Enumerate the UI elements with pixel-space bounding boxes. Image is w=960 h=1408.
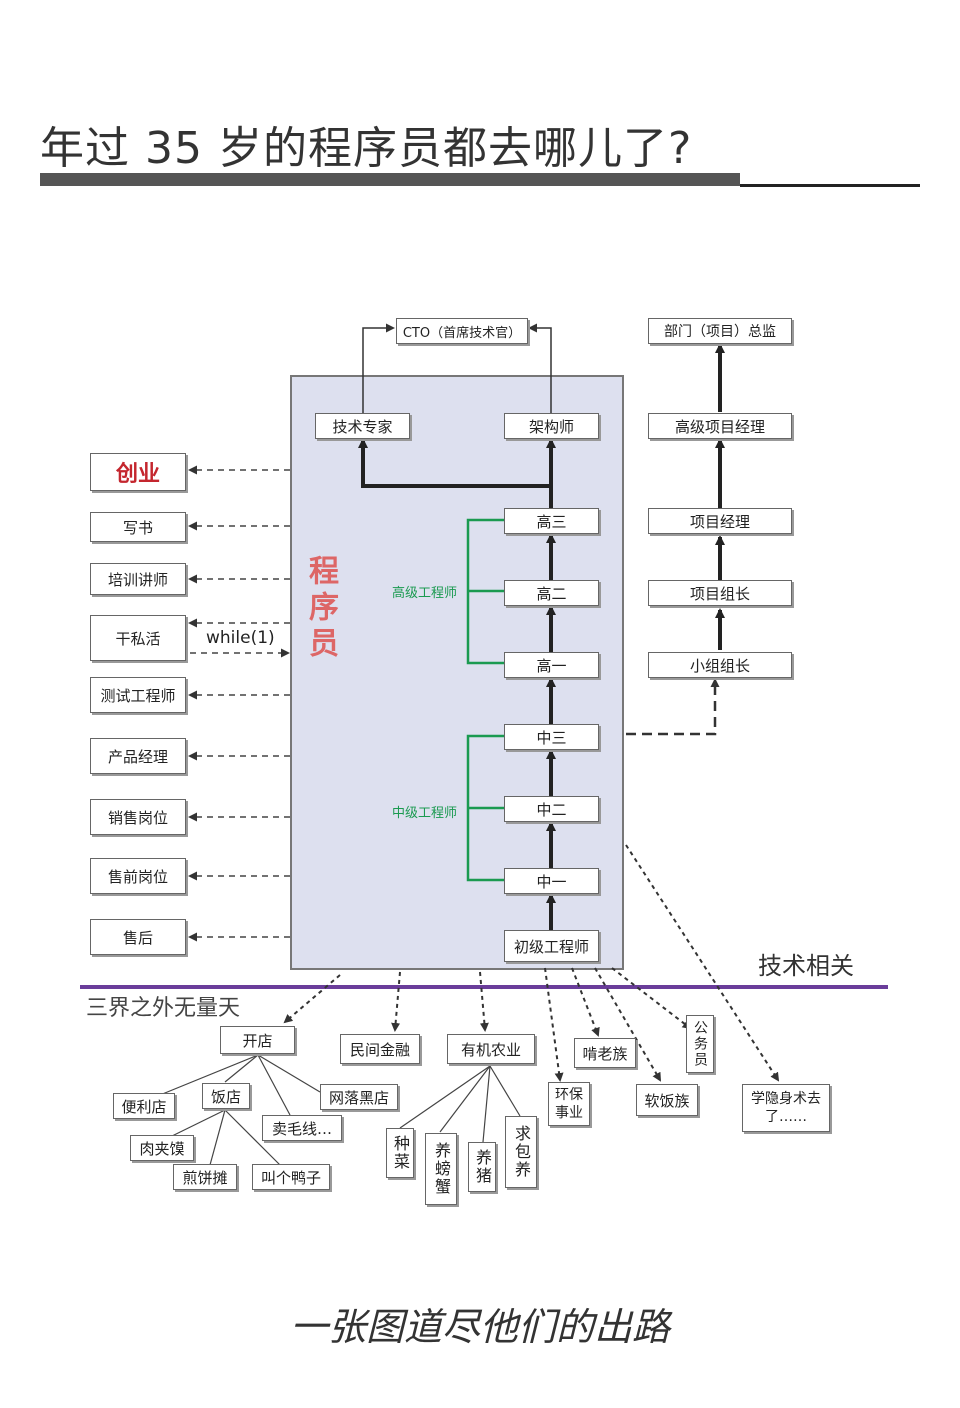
cto-box: CTO（首席技术官） [396, 318, 528, 344]
duck-box: 叫个鸭子 [252, 1164, 330, 1190]
senior-group-label: 高级工程师 [392, 586, 458, 601]
title-underline-thin [740, 184, 920, 187]
aftersales-box: 售后 [90, 919, 186, 955]
bottom-caption: 一张图道尽他们的出路 [289, 1305, 670, 1349]
presales-box: 售前岗位 [90, 858, 186, 894]
rou-jia-mo-box: 肉夹馍 [130, 1135, 194, 1161]
tech-related-label: 技术相关 [758, 952, 854, 980]
programmer-label: 程序员 [303, 555, 338, 663]
senior-pm-box: 高级项目经理 [648, 413, 792, 439]
ken-lao-box: 啃老族 [574, 1038, 636, 1068]
jian-bing-box: 煎饼摊 [173, 1164, 237, 1190]
architect-box: 架构师 [504, 413, 599, 439]
private-finance-box: 民间金融 [340, 1034, 420, 1064]
tester-box: 测试工程师 [90, 677, 186, 713]
director-box: 部门（项目）总监 [648, 318, 792, 344]
senior3-box: 高三 [504, 508, 599, 534]
while-label: while(1) [206, 628, 275, 648]
sales-box: 销售岗位 [90, 799, 186, 835]
tech-expert-box: 技术专家 [315, 413, 410, 439]
online-shop-box: 网落黑店 [320, 1084, 398, 1110]
pig-box: 养猪 [468, 1142, 496, 1192]
beyond-label: 三界之外无量天 [86, 996, 241, 1021]
title-underline-bar [40, 173, 740, 186]
side-job-box: 干私活 [90, 615, 186, 661]
civil-servant-box: 公务员 [686, 1015, 714, 1073]
mid1-box: 中一 [504, 868, 599, 894]
mid3-box: 中三 [504, 724, 599, 750]
convenience-store-box: 便利店 [113, 1093, 175, 1119]
pm-box: 项目经理 [648, 508, 792, 534]
write-book-box: 写书 [90, 512, 186, 542]
open-shop-box: 开店 [220, 1026, 295, 1054]
mid-group-label: 中级工程师 [392, 806, 458, 821]
restaurant-box: 饭店 [202, 1083, 250, 1109]
crab-box: 养螃蟹 [425, 1133, 457, 1205]
mid2-box: 中二 [504, 796, 599, 822]
trainer-box: 培训讲师 [90, 563, 186, 595]
senior2-box: 高二 [504, 580, 599, 606]
seek-support-box: 求包养 [505, 1116, 537, 1188]
startup-box: 创业 [90, 453, 186, 491]
junior-box: 初级工程师 [504, 930, 599, 962]
grow-veg-box: 种菜 [386, 1128, 414, 1178]
page-title: 年过 35 岁的程序员都去哪儿了? [40, 123, 693, 174]
sell-wool-box: 卖毛线… [262, 1115, 342, 1141]
project-lead-box: 项目组长 [648, 580, 792, 606]
organic-farming-box: 有机农业 [447, 1034, 535, 1064]
product-manager-box: 产品经理 [90, 738, 186, 774]
env-protection-box: 环保事业 [548, 1082, 590, 1126]
hermit-box: 学隐身术去了…… [742, 1084, 830, 1132]
senior1-box: 高一 [504, 652, 599, 678]
soft-rice-box: 软饭族 [636, 1084, 698, 1116]
team-lead-box: 小组组长 [648, 652, 792, 678]
